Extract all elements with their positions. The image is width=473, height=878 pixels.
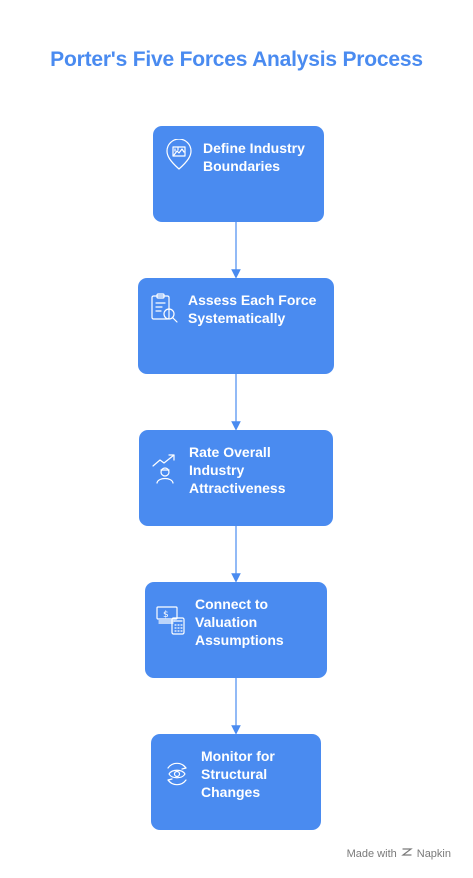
napkin-logo-icon — [400, 846, 413, 861]
step-label: Monitor for Structural Changes — [201, 748, 275, 800]
brand-name: Napkin — [416, 847, 451, 860]
money-calculator-icon: $ — [156, 604, 186, 636]
step-rate-industry-attractiveness: Rate Overall Industry Attractiveness — [139, 430, 333, 526]
step-label: Define Industry Boundaries — [203, 140, 305, 174]
diagram-title: Porter's Five Forces Analysis Process — [50, 48, 423, 71]
clipboard-search-icon — [149, 292, 179, 324]
step-define-industry-boundaries: Define Industry Boundaries — [153, 126, 324, 222]
step-assess-each-force: Assess Each Force Systematically — [138, 278, 334, 374]
map-location-icon — [164, 139, 194, 171]
made-with-napkin-badge[interactable]: Made with Napkin — [347, 846, 451, 861]
svg-text:$: $ — [163, 610, 169, 620]
step-monitor-structural-changes: Monitor for Structural Changes — [151, 734, 321, 830]
made-with-text: Made with — [346, 847, 397, 860]
step-connect-valuation: $ Connect to Valuation Assumptions — [145, 582, 327, 678]
step-label: Connect to Valuation Assumptions — [195, 596, 284, 648]
eye-cycle-icon — [162, 758, 192, 790]
person-growth-icon — [150, 452, 180, 484]
step-label: Assess Each Force Systematically — [188, 292, 317, 326]
step-label: Rate Overall Industry Attractiveness — [189, 444, 286, 496]
